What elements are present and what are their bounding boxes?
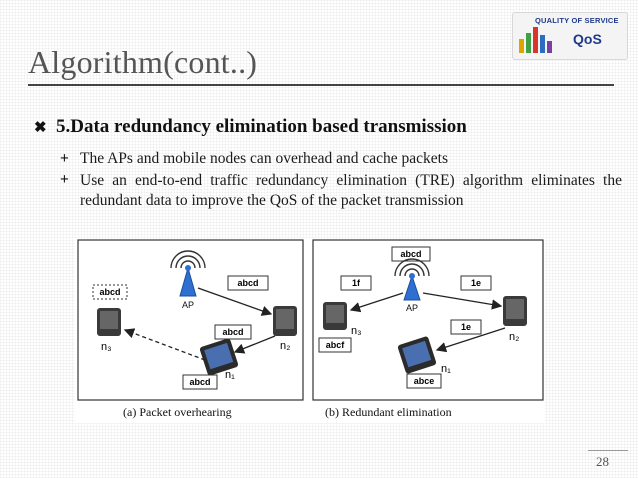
panel-b-packet-1e-top — [460, 275, 492, 291]
panel-b-packet-1e-mid-text: 1e — [461, 322, 471, 332]
panel-b-caption: (b) Redundant elimination — [325, 405, 452, 419]
panel-b-arrow-n2-n1 — [435, 327, 506, 353]
logo-top-text: QUALITY OF SERVICE — [535, 16, 619, 25]
panel-b-packet-abce — [406, 373, 442, 389]
panel-b-n1-label: n₁ — [441, 363, 451, 375]
page-number: 28 — [596, 454, 609, 469]
panel-a-cache-box — [92, 284, 128, 300]
panel-b-arrow-ap-n2 — [422, 292, 503, 310]
panel-a-packet-bottom — [182, 374, 218, 390]
panel-b-packet-top — [391, 246, 431, 262]
panel-b-packet-abcf-text: abcf — [326, 340, 346, 350]
sub-bullet-2-text: Use an end-to-end traffic redundancy eli… — [80, 172, 622, 209]
panel-a-n1-label: n₁ — [225, 369, 235, 381]
panel-a-n3-device — [97, 308, 121, 336]
logo-bars-icon — [519, 27, 552, 53]
panel-a-n2-label: n₂ — [280, 340, 290, 352]
panel-a-arrow-ap-n2 — [197, 287, 273, 316]
plus-bullet-icon: + — [60, 150, 69, 167]
sub-bullet-1-text: The APs and mobile nodes can overhead an… — [80, 150, 448, 167]
main-bullet: ✖ 5.Data redundancy elimination based tra… — [34, 116, 467, 138]
panel-a-arrow-n2-n1 — [233, 335, 276, 354]
panel-a-cache-text: abcd — [99, 287, 120, 297]
panel-b-arrow-ap-n3 — [349, 292, 404, 313]
panel-a-caption: (a) Packet overhearing — [123, 405, 232, 419]
logo-main-text: QoS — [573, 31, 602, 47]
panel-a-ap: AP — [170, 250, 206, 310]
main-bullet-text: 5.Data redundancy elimination based tran… — [56, 116, 467, 137]
panel-a-packet-mid-text: abcd — [222, 327, 243, 337]
panel-b-ap: AP — [394, 258, 430, 313]
plus-bullet-icon: + — [60, 171, 69, 188]
panel-b-ap-label: AP — [406, 303, 418, 313]
panel-b-packet-abcf — [318, 337, 352, 353]
qos-logo: QUALITY OF SERVICE QoS — [512, 12, 628, 60]
panel-b-n2-device — [503, 296, 527, 326]
panel-a-packet-top — [227, 275, 269, 291]
panel-b-packet-top-text: abcd — [400, 249, 421, 259]
panel-b-packet-1f-text: 1f — [352, 278, 361, 288]
panel-a-packet-mid — [214, 324, 252, 340]
panel-b-packet-1e-mid — [450, 319, 482, 335]
page-number-rule — [588, 450, 628, 451]
panel-b-packet-1f — [340, 275, 372, 291]
panel-b-n2-label: n₂ — [509, 331, 519, 343]
panel-a-packet-bottom-text: abcd — [189, 377, 210, 387]
sub-bullet-2: + Use an end-to-end traffic redundancy e… — [60, 171, 622, 215]
panel-b-n3-label: n₃ — [351, 325, 362, 337]
panel-b-n1-device — [397, 336, 437, 374]
panel-b-packet-1e-top-text: 1e — [471, 278, 481, 288]
panel-a-n2-device — [273, 306, 297, 336]
x-bullet-icon: ✖ — [34, 120, 47, 136]
panel-a-packet-top-text: abcd — [237, 278, 258, 288]
sub-bullet-1: + The APs and mobile nodes can overhead … — [60, 150, 620, 172]
network-figure: AP abcd abcd n₃ n₂ abcd n₁ abcd (a) Pack… — [75, 238, 545, 423]
slide-title: Algorithm(cont..) — [28, 44, 258, 80]
panel-b-n3-device — [323, 302, 347, 330]
panel-a-n1-device — [199, 338, 239, 376]
panel-a-n3-label: n₃ — [101, 341, 112, 353]
panel-b-packet-abce-text: abce — [414, 376, 435, 386]
panel-a-ap-label: AP — [182, 300, 194, 310]
title-divider — [28, 84, 614, 86]
panel-a-arrow-n1-n3 — [123, 328, 206, 361]
